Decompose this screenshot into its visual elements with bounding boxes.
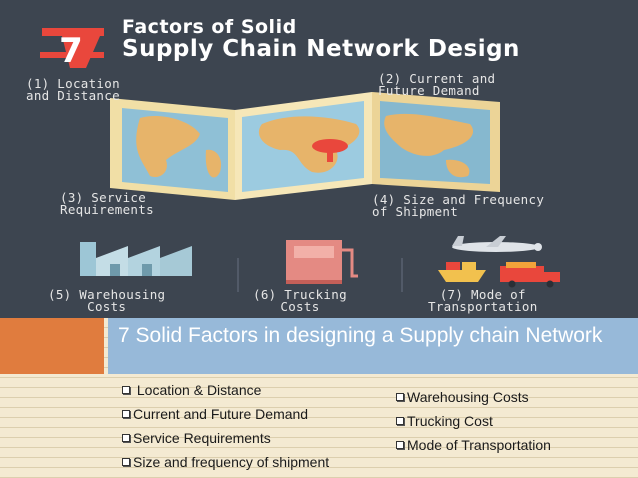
checkbox-bullet-icon bbox=[396, 417, 404, 425]
number-seven-icon: 7 bbox=[40, 28, 104, 71]
right-bullet-list: Warehousing Costs Trucking Cost Mode of … bbox=[396, 387, 636, 459]
title-band bbox=[108, 318, 638, 374]
factor-trucking: (6) Trucking Costs bbox=[253, 287, 347, 314]
world-map-icon bbox=[110, 92, 500, 200]
factor-service: (3) Service Requirements bbox=[60, 190, 154, 217]
factor-demand: (2) Current and Future Demand bbox=[378, 71, 496, 98]
location-pin-icon bbox=[312, 139, 348, 162]
checkbox-bullet-icon bbox=[396, 441, 404, 449]
list-item: Trucking Cost bbox=[396, 411, 636, 435]
list-item: Mode of Transportation bbox=[396, 435, 636, 459]
infographic-title-line2: Supply Chain Network Design bbox=[122, 36, 520, 62]
checkbox-bullet-icon bbox=[122, 458, 130, 466]
slide-title: 7 Solid Factors in designing a Supply ch… bbox=[118, 324, 603, 347]
list-item: Current and Future Demand bbox=[122, 404, 362, 428]
list-item: Location & Distance bbox=[122, 380, 362, 404]
factor-transportation: (7) Mode of Transportation bbox=[428, 287, 538, 314]
accent-block bbox=[0, 318, 104, 374]
factor-location: (1) Location and Distance bbox=[26, 76, 120, 103]
left-bullet-list: Location & Distance Current and Future D… bbox=[122, 380, 362, 476]
checkbox-bullet-icon bbox=[396, 393, 404, 401]
checkbox-bullet-icon bbox=[122, 410, 130, 418]
list-item: Size and frequency of shipment bbox=[122, 452, 362, 476]
title-number: 7 bbox=[59, 31, 83, 71]
infographic-artwork: 7 bbox=[40, 28, 560, 292]
checkbox-bullet-icon bbox=[122, 386, 130, 394]
list-item: Service Requirements bbox=[122, 428, 362, 452]
warehouse-icon bbox=[80, 242, 192, 276]
infographic-title-line1: Factors of Solid bbox=[122, 16, 297, 38]
list-item: Warehousing Costs bbox=[396, 387, 636, 411]
ship-icon bbox=[438, 262, 486, 282]
fuel-pump-icon bbox=[286, 240, 358, 284]
truck-icon bbox=[500, 262, 560, 288]
factor-warehousing: (5) Warehousing Costs bbox=[48, 287, 166, 314]
factor-shipment: (4) Size and Frequency of Shipment bbox=[372, 192, 545, 219]
airplane-icon bbox=[452, 236, 542, 252]
checkbox-bullet-icon bbox=[122, 434, 130, 442]
infographic: 7 bbox=[0, 0, 638, 318]
